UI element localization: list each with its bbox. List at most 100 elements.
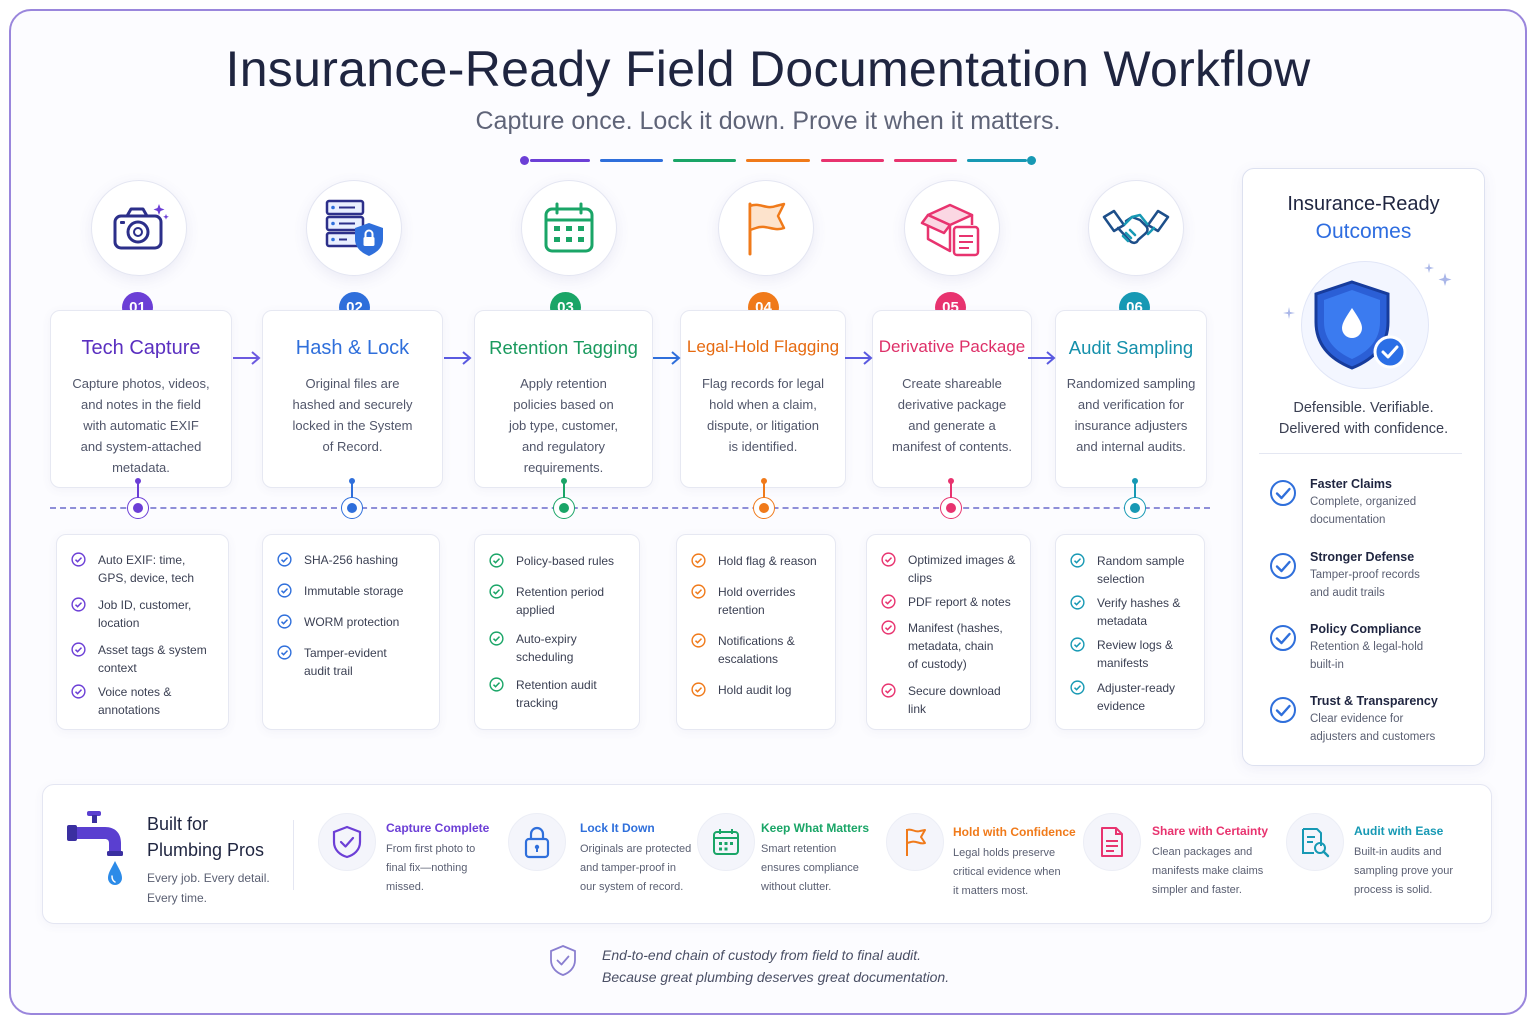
timeline-stem (351, 481, 353, 499)
step-detail-list: Optimized images &clips PDF report & not… (866, 534, 1031, 730)
page-title: Insurance-Ready Field Documentation Work… (225, 41, 1311, 97)
arrow-right-icon (444, 351, 472, 365)
timeline-line (50, 507, 1210, 509)
check-circle-icon (691, 682, 706, 697)
check-circle-icon (489, 553, 504, 568)
rule-segment (673, 159, 736, 162)
built-for-heading: Built for Plumbing Pros (147, 814, 265, 860)
sparkle-icon (1424, 263, 1452, 286)
step-detail-list: Auto EXIF: time,GPS, device, tech Job ID… (56, 534, 229, 730)
shield-drop-check-icon (1314, 280, 1407, 370)
list-item: Optimized images &clips (881, 551, 1022, 587)
step-title: Legal-Hold Flagging (686, 337, 840, 356)
check-circle-icon (1070, 680, 1085, 695)
timeline-stem (563, 481, 565, 499)
timeline-node (940, 497, 962, 519)
timeline-node (753, 497, 775, 519)
check-circle-icon (881, 683, 896, 698)
sparkle-icon (1283, 307, 1295, 319)
list-item: Verify hashes &metadata (1070, 594, 1196, 630)
step-icon-circle (1088, 180, 1184, 276)
check-circle-icon (881, 552, 896, 567)
step-icon-circle (306, 180, 402, 276)
step-detail-list: SHA-256 hashing Immutable storage WORM p… (262, 534, 440, 730)
built-for-subtext: Every job. Every detail. Every time. (147, 871, 270, 905)
benefits-strip: Built for Plumbing Pros Every job. Every… (42, 784, 1492, 924)
list-item: SHA-256 hashing (277, 551, 431, 569)
calendar-icon (544, 202, 594, 253)
list-item: PDF report & notes (881, 593, 1022, 611)
timeline-node (1124, 497, 1146, 519)
rule-segment (821, 159, 884, 162)
step-title: Derivative Package (878, 337, 1026, 356)
faucet-icon (67, 811, 123, 885)
step-title: Audit Sampling (1068, 337, 1194, 358)
timeline-stem (950, 481, 952, 499)
feature-item: Hold with Confidence Legal holds preserv… (953, 825, 1076, 897)
check-circle-icon (881, 620, 896, 635)
rule-dot-right (1027, 156, 1036, 165)
check-circle-icon (71, 642, 86, 657)
rule-segment (746, 159, 810, 162)
audit-search-icon (1302, 828, 1330, 858)
list-item: Auto EXIF: time,GPS, device, tech (71, 551, 220, 587)
step-icon-circle (718, 180, 814, 276)
divider (1259, 453, 1462, 454)
step-icon-circle (521, 180, 617, 276)
step-description: Capture photos, videos,and notes in the … (72, 376, 210, 475)
list-item: Voice notes &annotations (71, 683, 220, 719)
step-icon-circle (904, 180, 1000, 276)
check-circle-icon (1270, 553, 1296, 579)
arrow-right-icon (233, 351, 261, 365)
arrow-right-icon (1028, 351, 1056, 365)
check-circle-icon (277, 614, 292, 629)
check-circle-icon (71, 684, 86, 699)
check-circle-icon (691, 553, 706, 568)
step-title: Retention Tagging (489, 337, 638, 358)
flag-icon (906, 828, 926, 856)
document-icon (1101, 827, 1123, 857)
outcomes-title: Insurance-Ready (1287, 193, 1440, 215)
timeline-stem (763, 481, 765, 499)
check-circle-icon (1070, 553, 1085, 568)
timeline-stem (1134, 481, 1136, 499)
page-subtitle: Capture once. Lock it down. Prove it whe… (475, 107, 1061, 135)
rule-segment (967, 159, 1027, 162)
rule-dot-left (520, 156, 529, 165)
list-item: Policy-based rules (489, 552, 631, 570)
outcomes-tagline: Defensible. Verifiable. Delivered with c… (1278, 400, 1449, 437)
shield-check-icon (332, 825, 362, 859)
feature-icon-circle (1083, 813, 1141, 871)
feature-icon-circle (697, 813, 755, 871)
database-lock-icon (325, 199, 383, 256)
outcomes-panel: Insurance-Ready Outcomes Defensible. Ver… (1242, 168, 1485, 766)
check-circle-icon (71, 552, 86, 567)
step-icon-circle (91, 180, 187, 276)
check-circle-icon (277, 583, 292, 598)
timeline-node (341, 497, 363, 519)
package-icon (920, 203, 980, 257)
feature-icon-circle (508, 813, 566, 871)
check-circle-icon (1070, 595, 1085, 610)
step-title: Hash & Lock (295, 337, 410, 359)
